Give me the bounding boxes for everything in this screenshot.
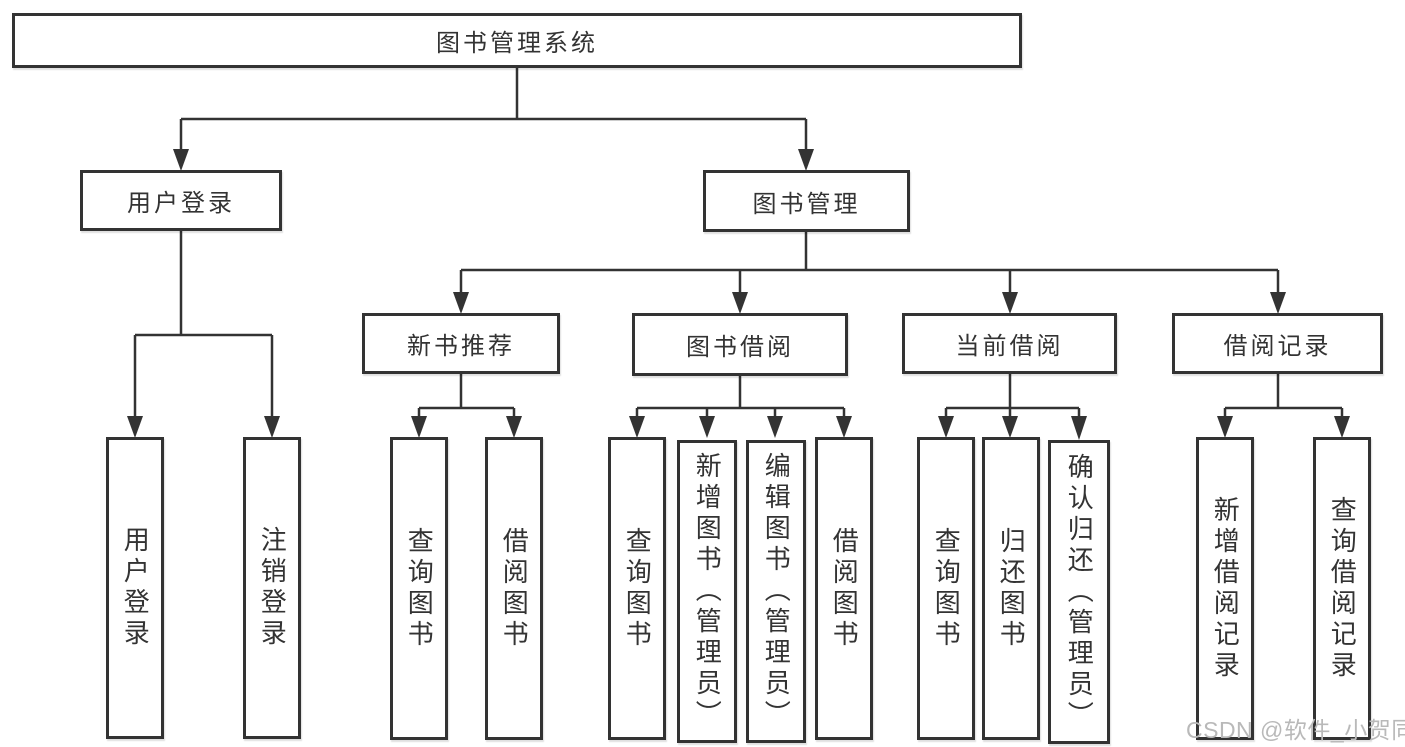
node-label: 查询借阅记录 — [1327, 495, 1358, 682]
leaf-add-borrow-record: 新增借阅记录 — [1196, 437, 1254, 740]
node-label: 编辑图书（管理员） — [761, 452, 792, 731]
node-label: 新书推荐 — [407, 333, 515, 360]
node-user-login: 用户登录 — [80, 170, 282, 231]
branch-lines — [133, 68, 1344, 419]
leaf-confirm-return-admin: 确认归还（管理员） — [1048, 440, 1110, 744]
node-label: 用户登录 — [120, 526, 151, 650]
leaf-edit-book-admin: 编辑图书（管理员） — [746, 440, 806, 743]
node-label: 借阅图书 — [829, 526, 860, 651]
arrowheads — [127, 149, 1350, 440]
node-label: 新增借阅记录 — [1210, 495, 1241, 682]
leaf-borrow-books-recommend: 借阅图书 — [485, 437, 543, 740]
csdn-watermark: CSDN @软件_小贺同学 — [1186, 717, 1405, 743]
node-label: 查询图书 — [622, 526, 653, 651]
node-label: 当前借阅 — [955, 333, 1064, 360]
node-book-management: 图书管理 — [703, 170, 910, 232]
node-label: 新增图书（管理员） — [692, 452, 723, 731]
node-borrowing-records: 借阅记录 — [1172, 313, 1383, 374]
leaf-user-login: 用户登录 — [106, 437, 164, 739]
node-label: 借阅记录 — [1223, 333, 1332, 360]
node-label: 图书管理系统 — [436, 30, 598, 57]
leaf-return-books: 归还图书 — [982, 437, 1040, 740]
leaf-query-borrow-record: 查询借阅记录 — [1313, 437, 1371, 740]
node-library-management-system: 图书管理系统 — [12, 13, 1022, 68]
node-label: 图书管理 — [752, 190, 861, 218]
node-label: 注销登录 — [257, 526, 288, 650]
leaf-query-books-recommend: 查询图书 — [390, 437, 448, 740]
node-book-borrowing: 图书借阅 — [632, 313, 848, 376]
leaf-query-books-borrowing: 查询图书 — [608, 437, 666, 740]
leaf-query-books-current: 查询图书 — [917, 437, 975, 740]
node-label: 查询图书 — [931, 526, 962, 651]
node-label: 查询图书 — [404, 526, 435, 651]
node-label: 确认归还（管理员） — [1064, 452, 1095, 732]
leaf-logout: 注销登录 — [243, 437, 301, 739]
node-current-borrowing: 当前借阅 — [902, 313, 1117, 374]
node-label: 归还图书 — [996, 526, 1027, 651]
leaf-borrow-books-borrowing: 借阅图书 — [815, 437, 873, 740]
node-new-book-recommendation: 新书推荐 — [362, 313, 560, 374]
node-label: 用户登录 — [127, 190, 235, 217]
node-label: 借阅图书 — [499, 526, 530, 651]
node-label: 图书借阅 — [686, 334, 794, 361]
leaf-add-book-admin: 新增图书（管理员） — [677, 440, 737, 743]
